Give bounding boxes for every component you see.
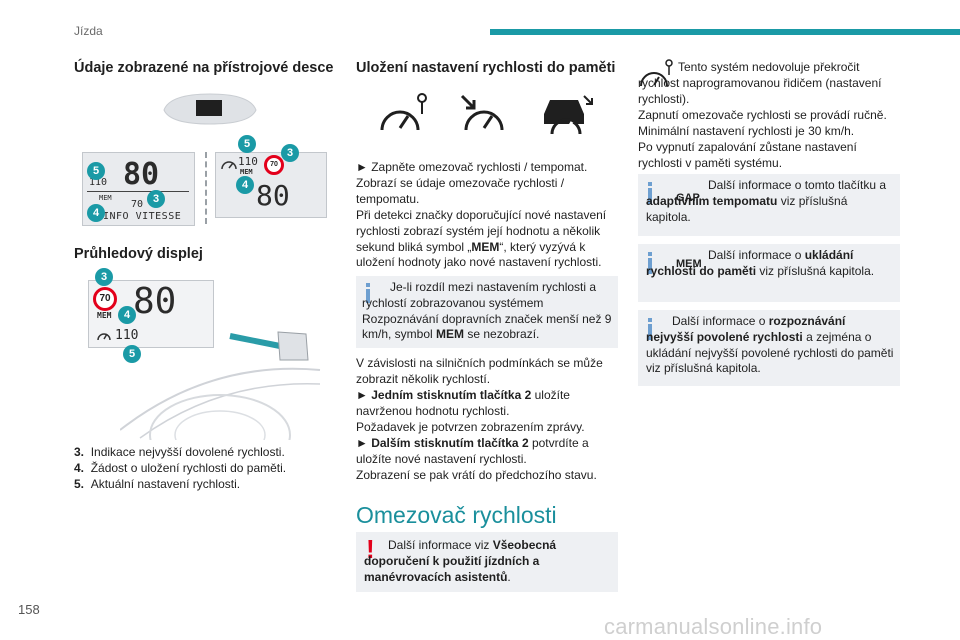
warning-text: Další informace viz Všeobecná doporučení… bbox=[364, 538, 557, 584]
cluster-limit: 70 bbox=[131, 199, 144, 210]
cluster-mem-label: MEM bbox=[99, 194, 112, 202]
warning-box: ! bbox=[356, 532, 618, 592]
speed-limiter-small-icon bbox=[640, 59, 673, 87]
callout-badge-3b: 3 bbox=[281, 144, 299, 162]
paragraph-return: Zobrazení se pak vrátí do předchozího st… bbox=[356, 468, 597, 482]
hud-mem: MEM bbox=[97, 311, 112, 320]
hud-speed: 80 bbox=[133, 281, 177, 322]
callout-badge-4c: 4 bbox=[118, 306, 136, 324]
info-box-mem-text: Další informace o ukládání rychlostí do … bbox=[646, 248, 875, 278]
speed-limiter-icon bbox=[380, 93, 427, 131]
callout-badge-4b: 4 bbox=[236, 176, 254, 194]
dashboard-location-illustration bbox=[163, 93, 257, 125]
callout-badge-3c: 3 bbox=[95, 268, 113, 286]
cluster-right-small-speed: 110 bbox=[238, 155, 258, 168]
cluster-separator bbox=[205, 152, 209, 224]
info-icon bbox=[366, 283, 370, 287]
paragraph-minimum: Minimální nastavení rychlosti je 30 km/h… bbox=[638, 124, 855, 138]
paragraph-press-again: ► Dalším stisknutím tlačítka 2 potvrdíte… bbox=[356, 436, 589, 466]
speedometer-icon bbox=[221, 161, 237, 170]
callout-badge-4: 4 bbox=[87, 204, 105, 222]
paragraph-ignition-off: Po vypnutí zapalování zůstane nastavení … bbox=[638, 140, 857, 170]
cluster-small-speed: 110 bbox=[89, 177, 108, 188]
paragraph-limiter-desc: Tento systém nedovoluje překročit rychlo… bbox=[638, 60, 882, 106]
hud-location-illustration bbox=[120, 331, 321, 440]
cluster-right-speed-sign: 70 bbox=[264, 155, 284, 175]
cluster-right-speed: 80 bbox=[256, 179, 290, 212]
info-box-mem-difference-text: Je-li rozdíl mezi nastavením rychlosti a… bbox=[362, 280, 612, 342]
paragraph-detection: Při detekci značky doporučující nové nas… bbox=[356, 208, 607, 270]
section-title-speed-limiter: Omezovač rychlosti bbox=[356, 502, 557, 528]
callout-badge-5c: 5 bbox=[123, 345, 141, 363]
header-accent-bar bbox=[490, 29, 960, 35]
cruise-control-icon bbox=[460, 94, 504, 131]
warning-icon: ! bbox=[366, 534, 375, 564]
info-box-mem-difference bbox=[356, 276, 618, 348]
callout-badge-5: 5 bbox=[87, 162, 105, 180]
cluster-right-mem: MEM bbox=[240, 168, 253, 176]
cluster-speed: 80 bbox=[123, 157, 160, 192]
callout-badge-5b: 5 bbox=[238, 135, 256, 153]
info-icon bbox=[648, 252, 652, 256]
cluster-panel-right: 110 MEM 70 80 bbox=[215, 152, 327, 218]
info-box-recognition bbox=[638, 310, 900, 386]
paragraph-confirmed: Požadavek je potvrzen zobrazením zprávy. bbox=[356, 420, 585, 434]
info-icon bbox=[648, 318, 652, 322]
paragraph-press-once: ► Jedním stisknutím tlačítka 2 uložíte n… bbox=[356, 388, 570, 418]
heading-head-up-display: Průhledový displej bbox=[74, 246, 203, 262]
paragraph-display: Zobrazí se údaje omezovače rychlosti / t… bbox=[356, 176, 565, 206]
hud-speed-sign: 70 bbox=[93, 287, 117, 311]
legend-item: 4. Žádost o uložení rychlosti do paměti. bbox=[74, 461, 287, 475]
info-box-recognition-text: Další informace o rozpoznávání nejvyšší … bbox=[646, 314, 894, 376]
cluster-divider bbox=[87, 191, 189, 192]
section-title: Jízda bbox=[74, 24, 103, 38]
info-icon bbox=[648, 182, 652, 186]
info-box-mem: MEM bbox=[638, 244, 900, 302]
info-box-gap: GAP bbox=[638, 174, 900, 236]
legend-item: 3. Indikace nejvyšší dovolené rychlosti. bbox=[74, 445, 285, 459]
gap-button-label: GAP bbox=[676, 192, 700, 204]
info-box-gap-text: Další informace o tomto tlačítku a adapt… bbox=[646, 178, 887, 224]
adaptive-cruise-control-icon bbox=[544, 95, 593, 135]
legend-item: 5. Aktuální nastavení rychlosti. bbox=[74, 477, 241, 491]
callout-badge-3: 3 bbox=[147, 190, 165, 208]
paragraph-activate: ► Zapněte omezovač rychlosti / tempomat. bbox=[356, 160, 588, 174]
hud-speedometer-icon bbox=[97, 333, 111, 341]
hud-small-speed: 110 bbox=[115, 328, 139, 343]
watermark: carmanualsonline.info bbox=[604, 614, 823, 639]
page-number: 158 bbox=[18, 602, 40, 617]
figure-legend: 3. Indikace nejvyšší dovolené rychlosti.… bbox=[74, 444, 286, 492]
paragraph-manual: Zapnutí omezovače rychlosti se provádí r… bbox=[638, 108, 887, 122]
heading-speed-memorisation: Uložení nastavení rychlosti do paměti bbox=[356, 60, 616, 76]
heading-dashboard-display: Údaje zobrazené na přístrojové desce bbox=[74, 60, 334, 76]
paragraph-several-speeds: V závislosti na silničních podmínkách se… bbox=[356, 356, 603, 386]
cluster-info-text: INFO VITESSE bbox=[103, 211, 182, 222]
mem-button-label: MEM bbox=[676, 258, 702, 270]
hud-panel: 70 80 MEM 110 bbox=[88, 280, 214, 348]
